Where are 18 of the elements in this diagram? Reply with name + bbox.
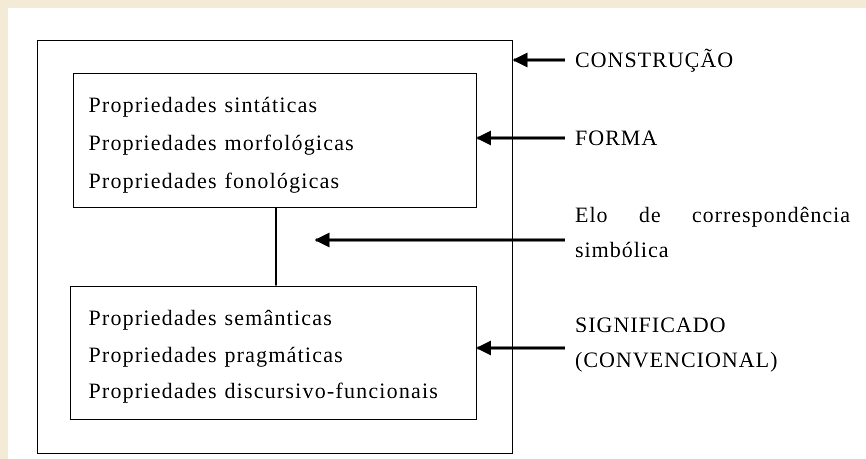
property-box	[70, 286, 476, 420]
property-text: Propriedades morfológicas	[88, 132, 355, 154]
annotation-text: Elo de correspondência simbólica	[575, 197, 851, 267]
arrow	[512, 52, 565, 68]
property-text: Propriedades semânticas	[88, 306, 333, 328]
annotation-text: SIGNIFICADO (CONVENCIONAL)	[575, 307, 845, 377]
annotation-text: FORMA	[575, 120, 795, 155]
frame-box	[37, 40, 513, 454]
connector-line	[275, 208, 277, 286]
annotation-text: CONSTRUÇÃO	[575, 42, 795, 77]
property-text: Propriedades sintáticas	[88, 94, 318, 116]
property-box	[72, 72, 476, 208]
property-text: Propriedades fonológicas	[88, 170, 340, 192]
arrow	[476, 340, 565, 356]
property-text: Propriedades pragmáticas	[88, 344, 344, 366]
arrow	[476, 130, 565, 146]
arrow	[314, 232, 565, 248]
property-text: Propriedades discursivo-funcionais	[88, 380, 440, 402]
